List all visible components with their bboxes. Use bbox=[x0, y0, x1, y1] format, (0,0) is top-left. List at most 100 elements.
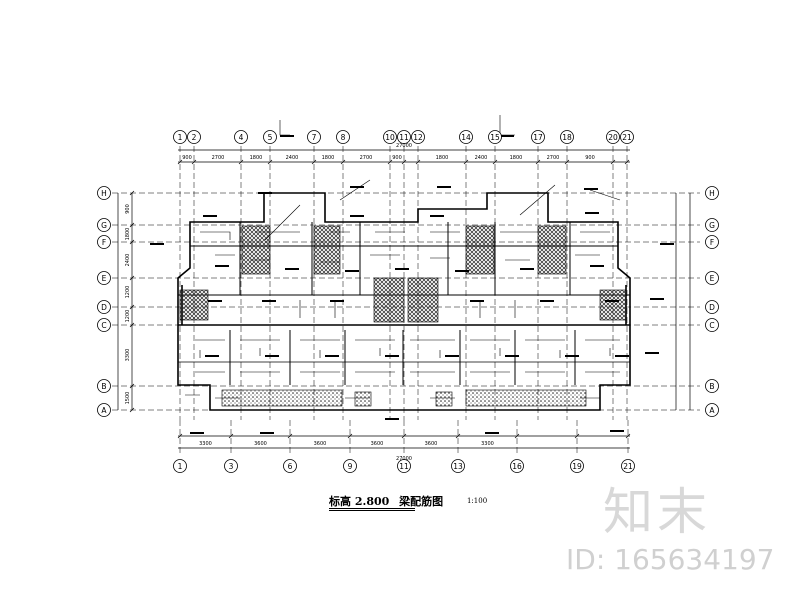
rebar-tag bbox=[385, 355, 399, 357]
title-underline bbox=[329, 508, 415, 509]
top-axis-bubble-label: 11 bbox=[399, 133, 409, 142]
drawing-scale: 1:100 bbox=[466, 497, 488, 505]
drawing-title-name: 梁配筋图 bbox=[399, 495, 444, 508]
top-axis-bubble-label: 12 bbox=[413, 133, 423, 142]
bottom-axis-bubble-label: 1 bbox=[178, 462, 183, 471]
rebar-tag bbox=[500, 135, 514, 137]
dimension-text: 900 bbox=[125, 204, 131, 214]
right-axis-bubble-label: E bbox=[710, 274, 715, 283]
top-axis-bubble-label: 7 bbox=[312, 133, 317, 142]
rebar-tag bbox=[590, 265, 604, 267]
top-axis-bubble: 7 bbox=[307, 130, 321, 144]
bottom-axis-bubble-label: 19 bbox=[572, 462, 582, 471]
rebar-tag bbox=[505, 355, 519, 357]
rebar-tag bbox=[385, 418, 399, 420]
rebar-tag bbox=[520, 268, 534, 270]
left-axis-bubble: A bbox=[97, 403, 111, 417]
top-axis-bubble: 14 bbox=[459, 130, 473, 144]
rebar-tag bbox=[350, 186, 364, 188]
right-axis-bubble: A bbox=[705, 403, 719, 417]
top-axis-bubble-label: 5 bbox=[268, 133, 273, 142]
left-axis-bubble: C bbox=[97, 318, 111, 332]
top-axis-bubble-label: 15 bbox=[490, 133, 500, 142]
left-axis-bubble: B bbox=[97, 379, 111, 393]
top-axis-bubble: 8 bbox=[336, 130, 350, 144]
rebar-tag bbox=[350, 215, 364, 217]
rebar-tag bbox=[615, 355, 629, 357]
dimension-text: 900 bbox=[585, 155, 595, 161]
top-axis-bubble: 17 bbox=[531, 130, 545, 144]
right-axis-bubble: D bbox=[705, 300, 719, 314]
right-axis-bubble: E bbox=[705, 271, 719, 285]
dimension-text: 1800 bbox=[250, 155, 263, 161]
top-axis-bubble: 11 bbox=[397, 130, 411, 144]
bottom-axis-bubble-label: 9 bbox=[348, 462, 353, 471]
right-axis-bubble-label: C bbox=[709, 321, 714, 330]
top-axis-bubble-label: 8 bbox=[341, 133, 346, 142]
rebar-tag bbox=[650, 298, 664, 300]
dimension-text: 1500 bbox=[125, 392, 131, 405]
left-axis-bubble: D bbox=[97, 300, 111, 314]
left-axis-bubble-label: G bbox=[101, 221, 107, 230]
top-axis-bubble: 15 bbox=[488, 130, 502, 144]
dimension-text: 2700 bbox=[360, 155, 373, 161]
right-axis-bubble-label: F bbox=[710, 238, 714, 247]
rebar-tag bbox=[605, 300, 619, 302]
rebar-tag bbox=[150, 243, 164, 245]
rebar-tag bbox=[565, 355, 579, 357]
top-axis-bubble-label: 21 bbox=[622, 133, 632, 142]
left-axis-bubble: F bbox=[97, 235, 111, 249]
bottom-axis-bubble: 11 bbox=[397, 459, 411, 473]
bottom-axis-bubble-label: 16 bbox=[512, 462, 522, 471]
top-axis-bubble-label: 10 bbox=[385, 133, 395, 142]
left-axis-bubble-label: B bbox=[101, 382, 106, 391]
rebar-tag bbox=[260, 432, 274, 434]
top-axis-bubble-label: 4 bbox=[239, 133, 244, 142]
rebar-tag bbox=[584, 188, 598, 190]
right-axis-bubble: C bbox=[705, 318, 719, 332]
rebar-tag bbox=[455, 270, 469, 272]
drawing-title: 标高 2.800 梁配筋图 1:100 bbox=[329, 493, 488, 511]
right-axis-bubble: H bbox=[705, 186, 719, 200]
right-axis-bubble-label: B bbox=[709, 382, 714, 391]
rebar-tag bbox=[445, 355, 459, 357]
top-axis-bubble: 18 bbox=[560, 130, 574, 144]
dimension-text: 900 bbox=[392, 155, 402, 161]
rebar-tag bbox=[540, 300, 554, 302]
bottom-axis-bubble-label: 3 bbox=[229, 462, 234, 471]
right-axis-bubble-label: D bbox=[709, 303, 715, 312]
dimension-text: 3600 bbox=[254, 441, 267, 447]
bottom-axis-bubble: 1 bbox=[173, 459, 187, 473]
total-dimension-top: 27000 bbox=[396, 143, 412, 149]
left-axis-bubble-label: C bbox=[101, 321, 106, 330]
rebar-tag bbox=[203, 215, 217, 217]
left-axis-bubble-label: D bbox=[101, 303, 107, 312]
rebar-tag bbox=[285, 268, 299, 270]
rebar-tag bbox=[430, 215, 444, 217]
rebar-tag bbox=[262, 300, 276, 302]
title-underline-2 bbox=[329, 510, 415, 511]
dimension-text: 2700 bbox=[547, 155, 560, 161]
bottom-axis-bubble-label: 11 bbox=[399, 462, 409, 471]
bottom-axis-bubble: 3 bbox=[224, 459, 238, 473]
hatched-shafts bbox=[179, 225, 627, 407]
rebar-tag bbox=[395, 268, 409, 270]
top-axis-bubble: 21 bbox=[620, 130, 634, 144]
dimension-text: 1200 bbox=[125, 310, 131, 323]
dimension-text: 3300 bbox=[125, 349, 131, 362]
left-axis-bubble: E bbox=[97, 271, 111, 285]
right-axis-bubble-label: H bbox=[709, 189, 715, 198]
left-axis-bubble: G bbox=[97, 218, 111, 232]
rebar-tag bbox=[205, 355, 219, 357]
dimension-text: 3300 bbox=[481, 441, 494, 447]
right-axis-bubble-label: G bbox=[709, 221, 715, 230]
dimension-lines bbox=[117, 149, 691, 449]
top-axis-bubble-label: 1 bbox=[178, 133, 183, 142]
top-axis-bubble-label: 20 bbox=[608, 133, 618, 142]
dimension-text: 3300 bbox=[199, 441, 212, 447]
dimension-text: 900 bbox=[182, 155, 192, 161]
